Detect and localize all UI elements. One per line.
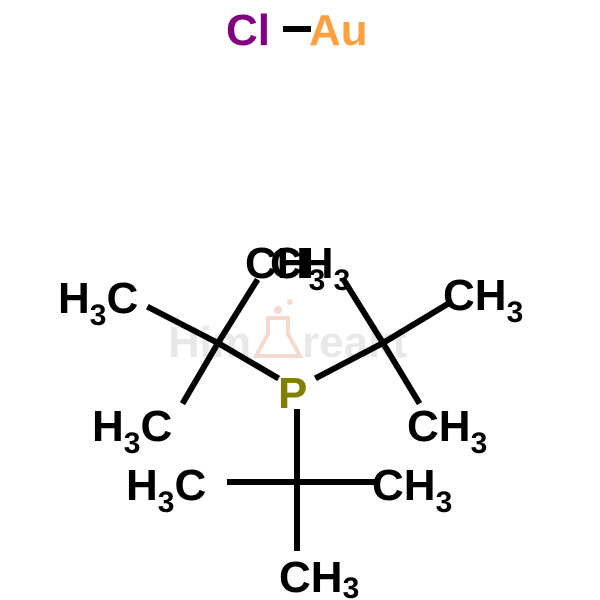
methyl-label: H3C xyxy=(58,274,138,332)
bond-c1-me3 xyxy=(179,338,223,406)
chlorine-atom: Cl xyxy=(226,6,270,55)
bond-c1-me2 xyxy=(213,277,261,348)
methyl-label: H3C xyxy=(126,461,206,519)
gold-atom: Au xyxy=(309,6,368,55)
methyl-label: CH3 xyxy=(443,271,523,329)
gold-chloride: Cl Au xyxy=(226,6,368,55)
methyl-label: CH3 xyxy=(407,402,487,460)
bond-c2-me3 xyxy=(378,338,423,406)
bond-c2-me2 xyxy=(340,277,388,348)
bond-c1-p xyxy=(213,338,281,382)
bond-c2-me1 xyxy=(378,300,451,348)
bond-layer xyxy=(145,277,451,551)
phosphorus-atom: P xyxy=(278,369,307,418)
bond-c2-p xyxy=(313,338,388,382)
methyl-label: CH3 xyxy=(245,239,325,297)
methyl-label: CH3 xyxy=(372,461,452,519)
methyl-label: CH3 xyxy=(279,553,359,600)
bond-c1-me1 xyxy=(145,303,223,348)
methyl-labels: H3C H3C CH3 CH3 CH3 CH3 H3C CH3 CH3 xyxy=(58,239,523,600)
methyl-label: CH3 xyxy=(270,239,350,297)
methyl-label: H3C xyxy=(92,402,172,460)
flask-icon xyxy=(252,299,304,358)
